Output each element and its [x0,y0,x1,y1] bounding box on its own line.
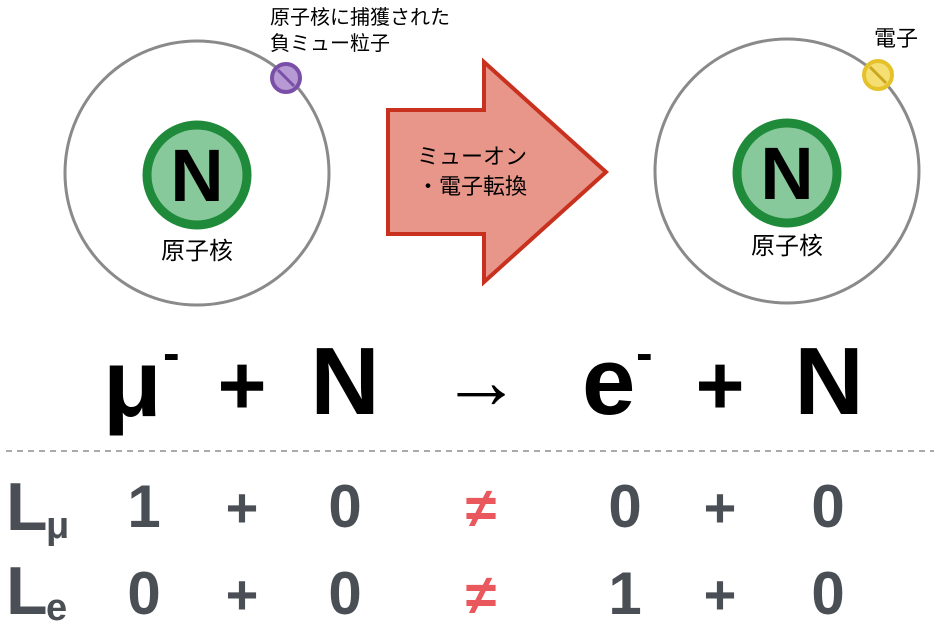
eq-muon: μ [103,330,162,437]
lepton-row-muon: L μ 1 + 0 ≠ 0 + 0 [6,469,845,547]
eq-nucleus-1: N [310,328,379,435]
right-nucleus [732,118,842,228]
left-nucleus [142,120,252,230]
row-value-c: 0 [608,473,641,540]
eq-electron: e [582,328,635,435]
row-op-2: + [704,563,737,626]
row-symbol: L [6,553,48,629]
eq-plus-2: + [695,338,744,432]
muon-label-line2: 負ミュー粒子 [270,31,390,55]
row-value-a: 0 [127,560,160,627]
row-value-b: 0 [328,560,361,627]
row-value-d: 0 [811,473,844,540]
transition-arrow: ミューオン ・電子転換 [386,57,609,287]
row-symbol: L [6,469,48,545]
row-op-1: + [226,563,259,626]
row-subscript: e [46,587,67,629]
left-nucleus-label: 原子核 [161,237,233,265]
lepton-row-electron: L e 0 + 0 ≠ 1 + 0 [6,553,845,629]
muon-particle [270,62,302,94]
right-nucleus-symbol: N [760,132,813,215]
arrow-label-line1: ミューオン [417,145,527,170]
row-value-d: 0 [811,560,844,627]
eq-muon-charge: - [163,325,180,381]
lepton-table: L μ 1 + 0 ≠ 0 + 0 L e 0 + 0 ≠ 1 + 0 [6,469,845,629]
row-subscript: μ [46,505,69,547]
eq-plus-1: + [217,338,266,432]
row-op-2: + [704,476,737,539]
reaction-equation: μ - + N → e - + N [103,325,864,437]
muon-label-line1: 原子核に捕獲された [270,5,450,29]
row-value-b: 0 [328,473,361,540]
electron-label: 電子 [874,27,918,52]
eq-arrow: → [441,336,521,425]
right-nucleus-label: 原子核 [751,232,823,260]
eq-electron-charge: - [636,325,653,381]
row-op-1: + [226,476,259,539]
arrow-label-line2: ・電子転換 [417,175,527,200]
left-nucleus-symbol: N [170,134,223,217]
electron-particle [862,59,894,91]
row-value-a: 1 [127,473,160,540]
left-orbit [63,39,331,307]
left-atom: N 原子核 原子核に捕獲された 負ミュー粒子 [63,5,450,307]
arrow-shape [386,57,609,287]
right-atom: N 原子核 電子 [653,27,921,305]
row-not-equal: ≠ [466,476,497,539]
right-orbit [653,37,921,305]
eq-nucleus-2: N [794,328,863,435]
row-not-equal: ≠ [466,563,497,626]
row-value-c: 1 [608,560,641,627]
